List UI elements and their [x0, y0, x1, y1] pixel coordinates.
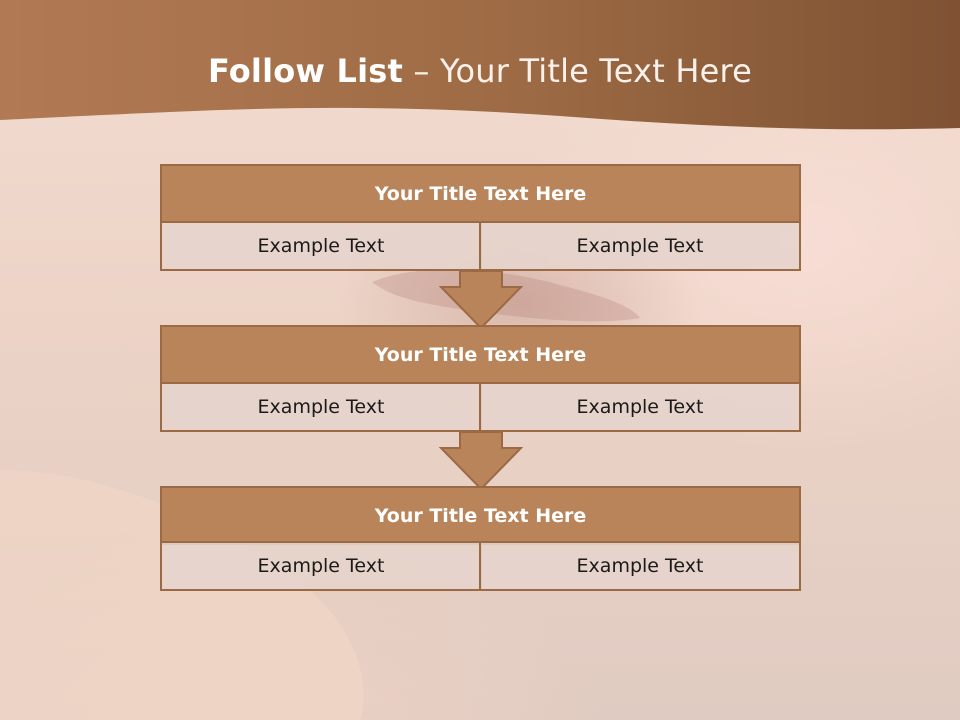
block-cell-left: Example Text — [160, 541, 482, 591]
block-cell-left: Example Text — [160, 382, 482, 432]
block-title: Your Title Text Here — [160, 486, 801, 545]
block-cell-right: Example Text — [479, 382, 801, 432]
title-bold-part: Follow List — [207, 52, 404, 90]
header-band — [0, 0, 960, 130]
down-arrow-icon — [439, 270, 523, 330]
block-cell-right: Example Text — [479, 221, 801, 271]
block-cell-left: Example Text — [160, 221, 482, 271]
title-rest-part: – Your Title Text Here — [413, 52, 753, 90]
down-arrow-icon — [439, 431, 523, 491]
slide-title: Follow List – Your Title Text Here — [0, 52, 960, 90]
block-title: Your Title Text Here — [160, 164, 801, 223]
block-cell-right: Example Text — [479, 541, 801, 591]
background-shoulder-shape — [0, 470, 364, 720]
block-title: Your Title Text Here — [160, 325, 801, 384]
